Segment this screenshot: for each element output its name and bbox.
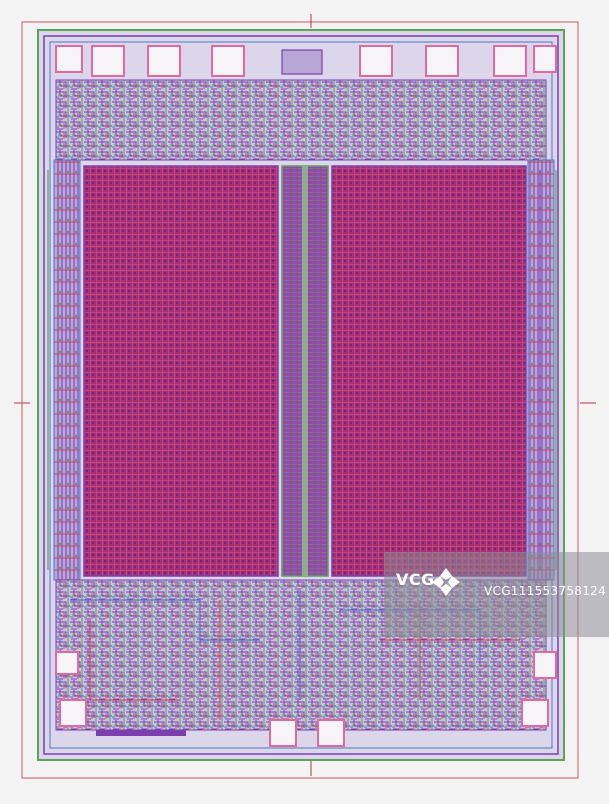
watermark-id: VCG111553758124 xyxy=(484,584,607,598)
watermark-flower-icon xyxy=(432,568,460,596)
watermark-banner: VCG VCG111553758124 xyxy=(384,552,609,637)
watermark-logo: VCG xyxy=(396,570,435,589)
